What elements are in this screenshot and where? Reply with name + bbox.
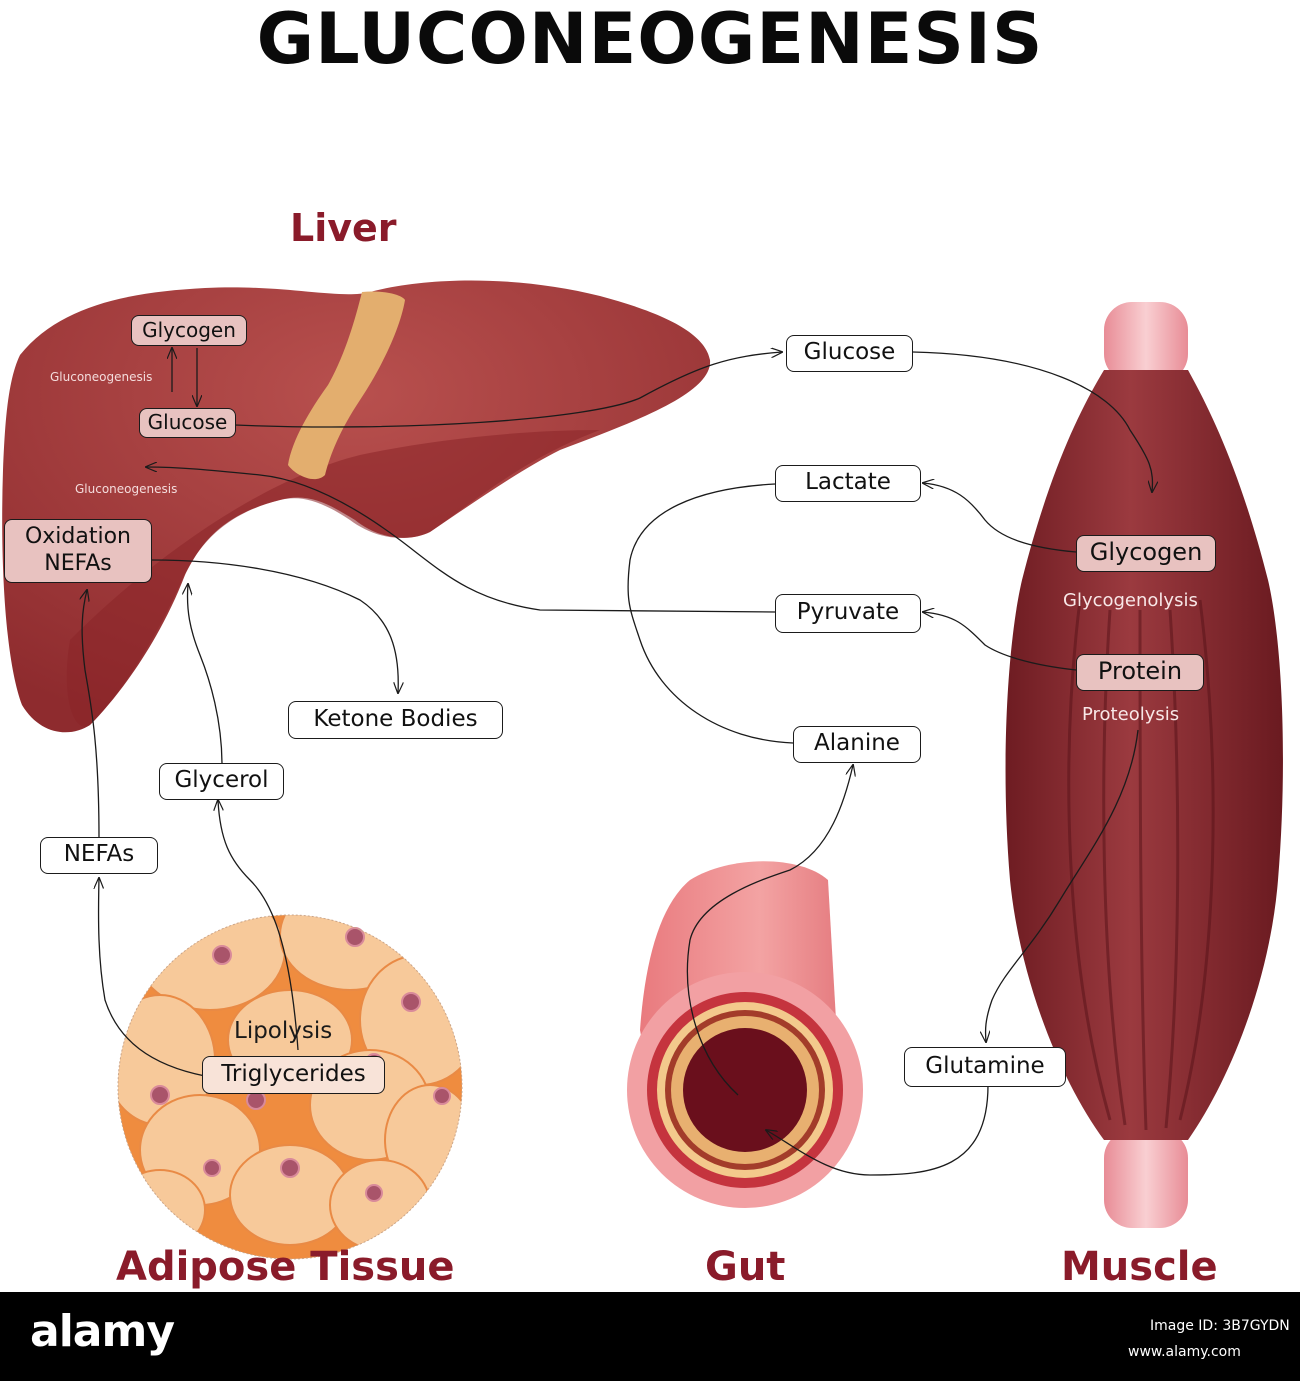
proteolysis-note: Proteolysis: [1082, 704, 1180, 725]
oxidation-label: Oxidation: [24, 524, 132, 549]
page-title: GLUCONEOGENESIS: [256, 0, 1044, 80]
gut-illustration: [627, 861, 863, 1208]
brand-logo: alamy: [30, 1306, 175, 1357]
liver-gluconeogenesis-note-2: Gluconeogenesis: [75, 482, 178, 496]
muscle-illustration: [1005, 302, 1283, 1228]
alanine-box: Alanine: [793, 726, 921, 763]
muscle-glycogen-box: Glycogen: [1076, 535, 1216, 572]
pathway-arrows: [82, 348, 1152, 1176]
lipolysis-note: Lipolysis: [234, 1018, 333, 1044]
oxidation-nefas-box: Oxidation NEFAs: [4, 519, 152, 583]
image-id-label: Image ID: 3B7GYDN: [1150, 1318, 1290, 1334]
gut-label: Gut: [705, 1244, 786, 1290]
liver-glucose-box: Glucose: [139, 408, 236, 438]
triglycerides-box: Triglycerides: [202, 1056, 385, 1094]
muscle-protein-box: Protein: [1076, 654, 1204, 691]
oxidation-nefas-label: NEFAs: [44, 551, 112, 576]
liver-illustration: [2, 280, 711, 733]
lactate-box: Lactate: [775, 465, 921, 502]
liver-label: Liver: [290, 206, 397, 250]
muscle-label: Muscle: [1061, 1244, 1218, 1290]
glycerol-box: Glycerol: [159, 763, 284, 800]
nefas-box: NEFAs: [40, 837, 158, 874]
liver-gluconeogenesis-note: Gluconeogenesis: [50, 370, 153, 384]
glutamine-box: Glutamine: [904, 1047, 1066, 1087]
footer-bar: [0, 1292, 1300, 1381]
pyruvate-box: Pyruvate: [775, 594, 921, 633]
adipose-tissue-label: Adipose Tissue: [116, 1244, 455, 1290]
site-url-label: www.alamy.com: [1128, 1344, 1241, 1360]
liver-glycogen-box: Glycogen: [131, 315, 247, 346]
glycogenolysis-note: Glycogenolysis: [1063, 590, 1198, 611]
glucose-box: Glucose: [786, 335, 913, 372]
ketone-bodies-box: Ketone Bodies: [288, 701, 503, 739]
